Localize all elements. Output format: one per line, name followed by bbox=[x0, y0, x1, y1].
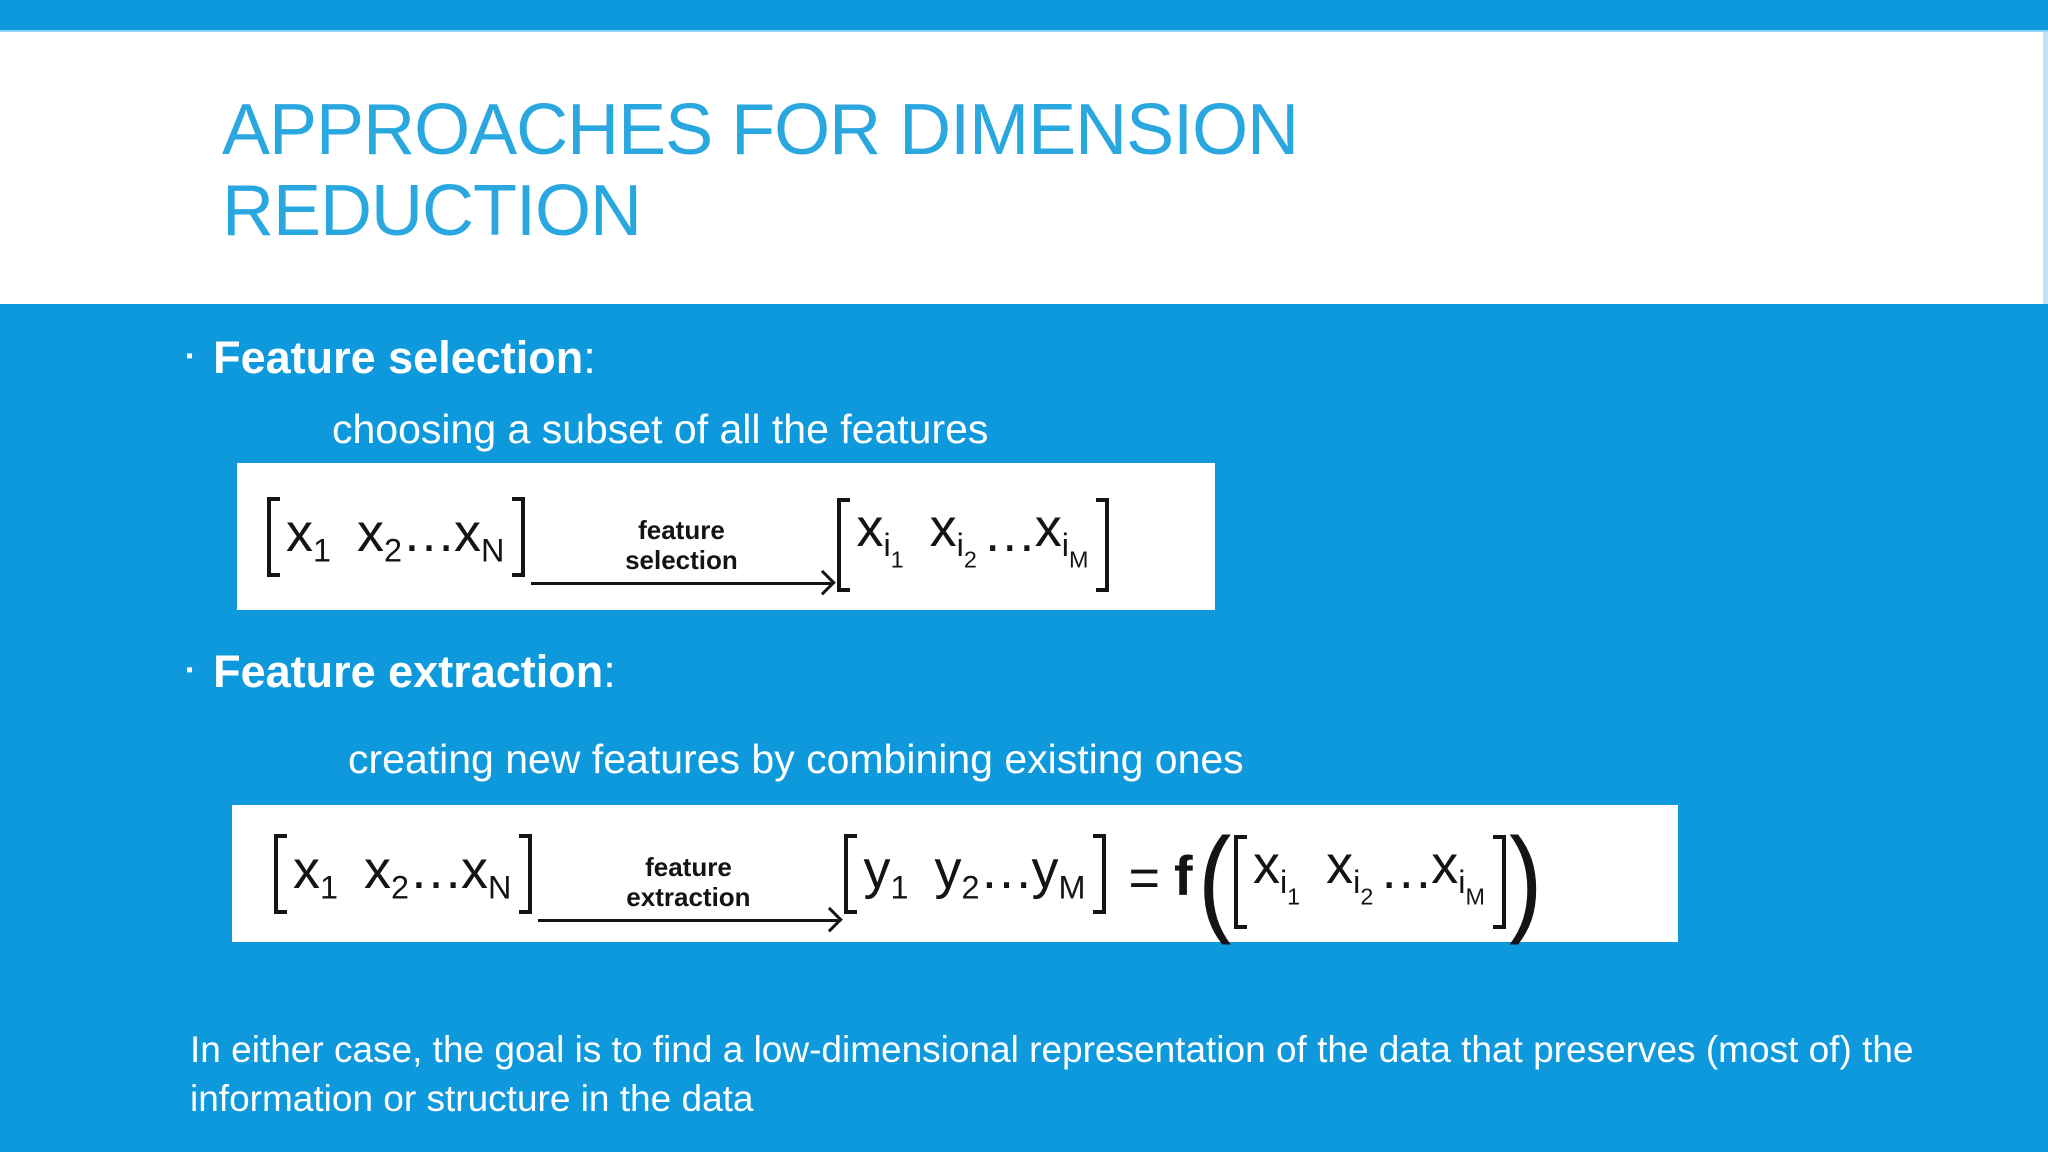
bullet-feature-selection-text: Feature selection bbox=[213, 332, 584, 383]
feature-selection-description: choosing a subset of all the features bbox=[332, 406, 989, 452]
right-bracket-icon bbox=[1093, 833, 1107, 914]
right-bracket-icon bbox=[1492, 834, 1506, 929]
bullet-feature-extraction-colon: : bbox=[603, 646, 616, 697]
math-ellipsis: … bbox=[402, 502, 456, 563]
math-token: x1 bbox=[293, 839, 339, 906]
bullet-feature-extraction-text: Feature extraction bbox=[213, 646, 604, 697]
bullet-square-icon: ▪ bbox=[186, 659, 194, 681]
math-token: y2 bbox=[934, 839, 980, 906]
left-bracket-icon bbox=[267, 496, 280, 577]
left-bracket-icon bbox=[837, 497, 851, 592]
math-token: yM bbox=[1031, 839, 1086, 906]
math-token: x1 bbox=[286, 502, 332, 569]
right-bracket-icon bbox=[1096, 497, 1110, 592]
math-token: xiM bbox=[1431, 834, 1485, 910]
math-token: y1 bbox=[863, 839, 909, 906]
bullet-feature-selection: ▪ Feature selection: bbox=[186, 332, 596, 384]
conclusion-text: In either case, the goal is to find a lo… bbox=[190, 1029, 1914, 1119]
feature-extraction-description: creating new features by combining exist… bbox=[348, 736, 1244, 782]
slide-title-line1: APPROACHES FOR DIMENSION bbox=[222, 90, 1299, 170]
equals-sign: = bbox=[1128, 847, 1160, 908]
math-token: xi2 bbox=[929, 497, 977, 573]
math-token: xi1 bbox=[1252, 834, 1301, 910]
bullet-square-icon: ▪ bbox=[186, 345, 194, 367]
math-token: xiM bbox=[1034, 497, 1089, 573]
math-token: xN bbox=[454, 502, 505, 569]
right-bracket-icon bbox=[512, 496, 526, 577]
math-token: x2 bbox=[357, 502, 403, 569]
bullet-feature-selection-colon: : bbox=[583, 332, 596, 383]
arrow-line bbox=[531, 581, 832, 585]
math-ellipsis: … bbox=[1379, 839, 1433, 900]
right-bracket-icon bbox=[519, 833, 533, 914]
math-token: xi1 bbox=[856, 497, 904, 573]
bullet-feature-extraction: ▪ Feature extraction: bbox=[186, 646, 616, 698]
slide-title-line2: REDUCTION bbox=[222, 171, 642, 252]
left-bracket-icon bbox=[844, 833, 858, 914]
function-f: f bbox=[1174, 844, 1193, 907]
bullet-feature-selection-label: Feature selection: bbox=[213, 332, 596, 384]
math-token: xi2 bbox=[1326, 834, 1374, 910]
bullet-feature-extraction-label: Feature extraction: bbox=[213, 646, 616, 698]
math-token: xN bbox=[461, 839, 512, 906]
top-accent-bar bbox=[0, 0, 2048, 32]
math-ellipsis: … bbox=[982, 502, 1037, 563]
left-bracket-icon bbox=[1233, 834, 1247, 929]
math-token: x2 bbox=[364, 839, 410, 906]
left-bracket-icon bbox=[274, 833, 287, 914]
arrow-line bbox=[538, 918, 839, 922]
math-ellipsis: … bbox=[979, 839, 1033, 900]
math-ellipsis: … bbox=[409, 839, 463, 900]
